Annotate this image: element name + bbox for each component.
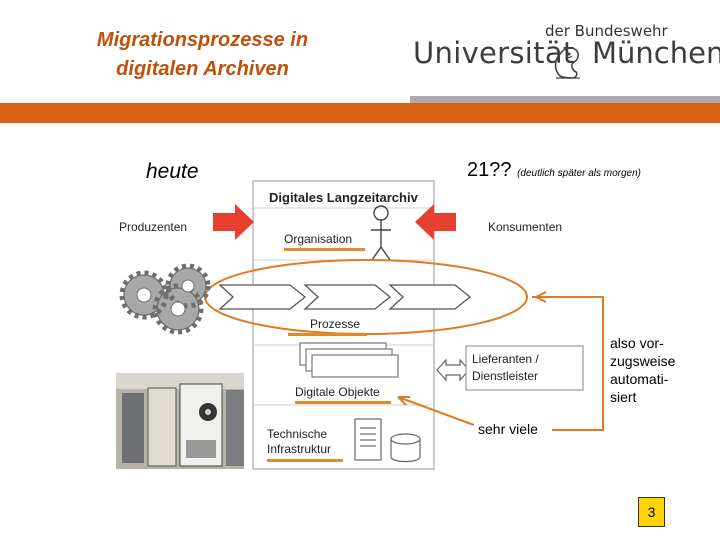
automation-connector	[532, 296, 604, 431]
title-line-2: digitalen Archiven	[116, 58, 289, 80]
processes-label: Prozesse	[288, 317, 367, 336]
double-arrow-icon	[436, 358, 470, 382]
process-chevrons	[218, 284, 472, 310]
label-future: 21?? (deutlich später als morgen)	[467, 159, 641, 182]
many-arrow	[397, 396, 475, 426]
person-icon	[371, 205, 391, 261]
consumer-arrow	[415, 204, 456, 240]
gears-icon	[123, 267, 207, 331]
automation-note: also vor- zugsweise automati- siert	[610, 334, 675, 406]
suppliers-label: Lieferanten / Dienstleister	[472, 351, 539, 385]
logo-right-text: München	[592, 36, 720, 70]
note-line-1: also vor-	[610, 335, 664, 351]
page-number: 3	[638, 497, 665, 527]
header-orange-bar	[0, 103, 720, 123]
suppliers-line-2: Dienstleister	[472, 369, 539, 383]
digital-objects-stack	[299, 342, 399, 378]
producers-label: Produzenten	[119, 220, 188, 234]
future-year: 21??	[467, 159, 512, 181]
note-line-3: automati-	[610, 371, 669, 387]
future-note: (deutlich später als morgen)	[517, 168, 642, 179]
archive-title: Digitales Langzeitarchiv	[269, 190, 418, 205]
server-room-photo	[116, 373, 244, 469]
label-today: heute	[146, 160, 199, 183]
archive-box	[252, 180, 435, 470]
infra-line-1: Technische	[267, 427, 328, 441]
document-icon	[354, 418, 382, 461]
university-seal-icon	[554, 47, 580, 79]
logo-top-text: der Bundeswehr	[545, 22, 668, 40]
logo-left-text: Universität	[413, 36, 575, 70]
title-line-1: Migrationsprozesse in	[96, 29, 309, 51]
slide-title: Migrationsprozesse in digitalen Archiven	[60, 26, 345, 84]
suppliers-line-1: Lieferanten /	[472, 352, 539, 366]
organisation-label: Organisation	[284, 232, 365, 251]
producer-arrow	[213, 204, 254, 240]
many-label: sehr viele	[478, 421, 538, 437]
note-line-2: zugsweise	[610, 353, 676, 369]
header-gray-rule	[410, 96, 720, 103]
infrastructure-label: Technische Infrastruktur	[267, 427, 343, 462]
processes-text: Prozesse	[310, 317, 361, 331]
infra-line-2: Infrastruktur	[267, 442, 332, 456]
supplier-box	[465, 345, 584, 391]
note-line-4: siert	[610, 389, 637, 405]
database-icon	[390, 433, 421, 463]
digital-objects-label: Digitale Objekte	[295, 385, 391, 404]
consumers-label: Konsumenten	[488, 220, 563, 234]
